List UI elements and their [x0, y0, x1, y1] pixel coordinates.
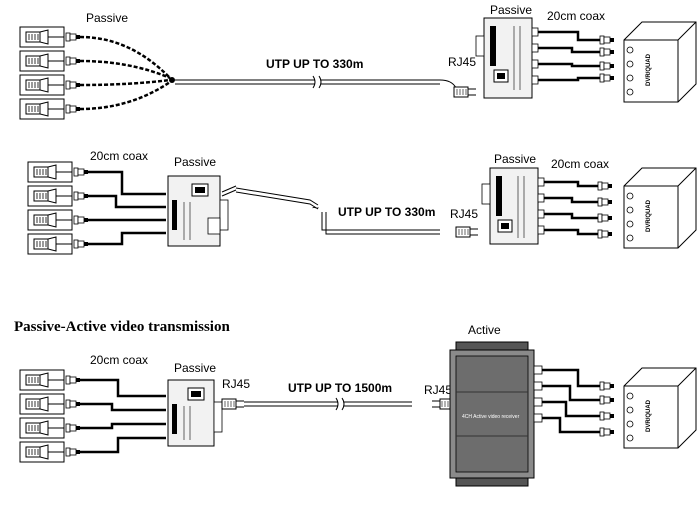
bnc-connector-icon [599, 73, 615, 83]
bnc-connector-icon [73, 239, 89, 249]
rj45-plug-icon [221, 398, 245, 410]
camera-icon [19, 417, 65, 439]
row-3-utp-cable [244, 397, 412, 411]
section-heading: Passive-Active video transmission [14, 319, 230, 335]
row-2-utp-cable: ~ [221, 185, 440, 235]
row-2-passive-right-label: Passive [494, 152, 536, 166]
bnc-connector-icon [65, 399, 81, 409]
bnc-connector-icon [73, 167, 89, 177]
dvr-quad-icon [623, 367, 697, 449]
row-3-utp-label: UTP UP TO 1500m [288, 381, 392, 395]
row-1-coax-out [538, 30, 615, 83]
bnc-connector-icon [599, 395, 615, 405]
camera-icon [19, 369, 65, 391]
row-3-active-receiver [449, 341, 543, 487]
bnc-connector-icon [597, 197, 613, 207]
row-2-coax-left-label: 20cm coax [90, 149, 148, 163]
row-2-cameras [27, 161, 73, 255]
camera-icon [27, 233, 73, 255]
bnc-connector-icon [73, 215, 89, 225]
row-2-passive-left-label: Passive [174, 155, 216, 169]
rj45-plug-icon [455, 226, 479, 238]
row-2-passive-receiver [481, 167, 545, 245]
bnc-connector-icon [65, 32, 81, 42]
row-3-cameras [19, 369, 65, 463]
bnc-connector-icon [597, 229, 613, 239]
row-2-coax-right-label: 20cm coax [551, 157, 609, 171]
row-3-active-label: Active [468, 323, 501, 337]
row-2-passive-transmitter [167, 175, 229, 247]
rj45-plug-icon [453, 86, 477, 98]
row-3-coax-out [542, 368, 615, 437]
dvr-quad-icon [623, 167, 697, 249]
row-3-dvr-label: DVR/QUAD [646, 399, 652, 432]
row-1-rj45-right-label: RJ45 [448, 55, 476, 69]
row-3-passive-transmitter [167, 379, 223, 447]
bnc-connector-icon [597, 213, 613, 223]
camera-icon [19, 74, 65, 96]
bnc-connector-icon [65, 375, 81, 385]
svg-text:~: ~ [312, 201, 319, 215]
camera-icon [19, 98, 65, 120]
bnc-connector-icon [597, 181, 613, 191]
camera-icon [27, 209, 73, 231]
row-3-passive-left-label: Passive [174, 361, 216, 375]
row-1-passive-right-label: Passive [490, 3, 532, 17]
dvr-quad-icon [623, 21, 697, 103]
camera-icon [19, 50, 65, 72]
bnc-connector-icon [599, 411, 615, 421]
bnc-connector-icon [599, 35, 615, 45]
bnc-connector-icon [65, 423, 81, 433]
row-3-rj45-right-label: RJ45 [424, 383, 452, 397]
row-2-passive-passive: 20cm coax Passive ~ UTP UP TO 330m RJ45 [27, 149, 697, 255]
bnc-connector-icon [65, 56, 81, 66]
row-2-utp-label: UTP UP TO 330m [338, 205, 435, 219]
camera-icon [19, 393, 65, 415]
row-1-passive-passive: Passive UTP UP TO 330m RJ45 Passive [19, 3, 697, 120]
row-1-dvr-label: DVR/QUAD [646, 53, 652, 86]
bnc-connector-icon [65, 80, 81, 90]
bnc-connector-icon [65, 447, 81, 457]
row-3-rj45-left-label: RJ45 [222, 377, 250, 391]
row-3-coax-left-label: 20cm coax [90, 353, 148, 367]
row-3-passive-active: 20cm coax Passive RJ45 UTP UP TO 1500m R… [19, 323, 697, 487]
camera-icon [19, 441, 65, 463]
bnc-connector-icon [599, 427, 615, 437]
row-2-rj45-right-label: RJ45 [450, 207, 478, 221]
bnc-connector-icon [599, 381, 615, 391]
row-1-passive-left-label: Passive [86, 11, 128, 25]
row-3-coax-in [65, 375, 166, 457]
camera-icon [27, 185, 73, 207]
bnc-connector-icon [65, 104, 81, 114]
camera-icon [19, 26, 65, 48]
row-2-dvr-label: DVR/QUAD [646, 199, 652, 232]
row-1-coax-right-label: 20cm coax [547, 9, 605, 23]
row-1-passive-receiver [475, 17, 539, 99]
row-3-active-device-label: 4CH Active video receiver [462, 414, 520, 420]
row-1-bnc-pigtails [65, 32, 175, 114]
row-1-cameras [19, 26, 65, 120]
bnc-connector-icon [599, 61, 615, 71]
bnc-connector-icon [599, 47, 615, 57]
camera-icon [27, 161, 73, 183]
row-2-coax-out [544, 180, 613, 239]
row-1-utp-label: UTP UP TO 330m [266, 57, 363, 71]
bnc-connector-icon [73, 191, 89, 201]
row-2-coax-in [73, 167, 166, 249]
row-1-utp-cable [175, 75, 463, 93]
